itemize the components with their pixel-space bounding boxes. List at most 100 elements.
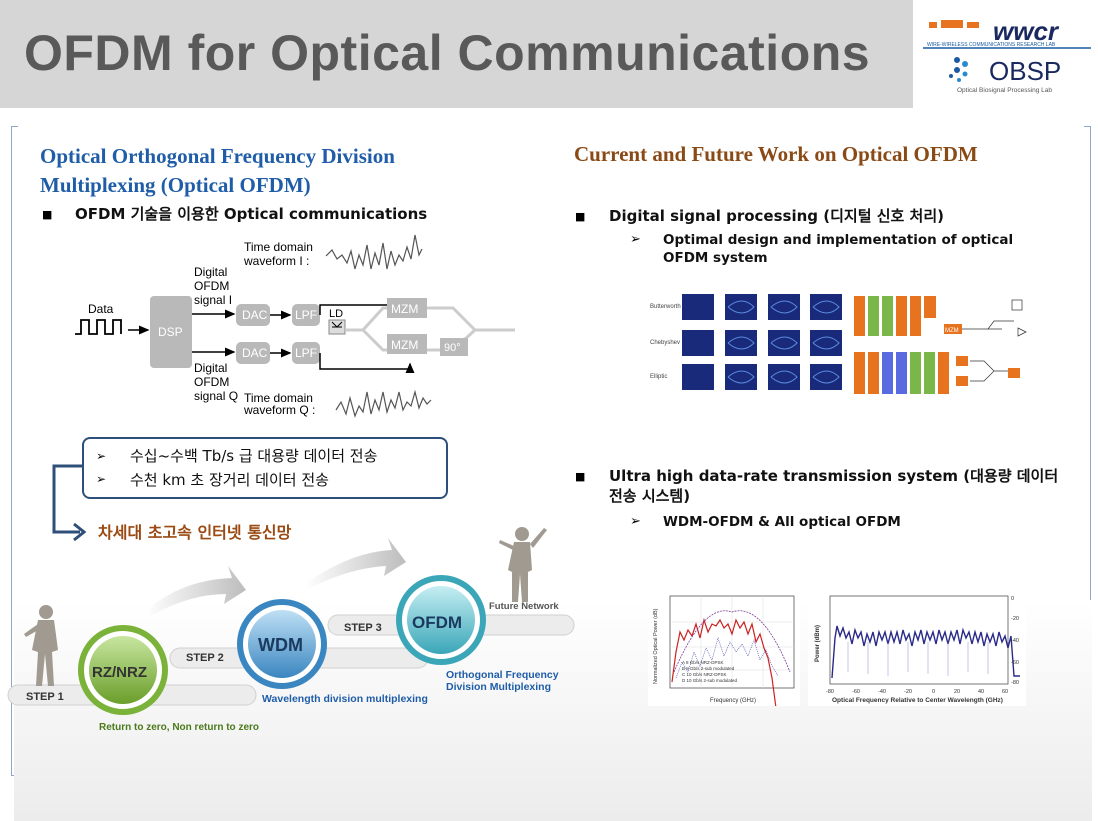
signal-q-label-3: signal Q	[194, 389, 238, 403]
mzm-q-block	[387, 334, 427, 354]
lab-logo: wwcr WIRE-WIRELESS COMMUNICATIONS RESEAR…	[913, 0, 1098, 108]
callout-item-1: 수십~수백 Tb/s 급 대용량 데이터 전송	[130, 447, 378, 465]
wdm-description: Wavelength division multiplexing	[262, 693, 428, 705]
step-evolution-graphic: STEP 1 STEP 2 STEP 3 Future Network RZ/N…	[7, 527, 575, 733]
signal-i-label-2: OFDM	[194, 279, 229, 293]
lpf-i-block	[292, 304, 320, 326]
dsp-filter-figure: Butterworth Chebyshev Elliptic MZM	[650, 294, 1027, 394]
person-silhouette-right	[499, 527, 547, 602]
sub-arrow: ➢	[630, 514, 641, 529]
phase-shift-label: 90°	[444, 342, 461, 354]
sub-arrow: ➢	[630, 232, 641, 247]
future-network-label: Future Network	[489, 601, 559, 612]
obsp-text: OBSP	[989, 56, 1061, 86]
signal-i-label-3: signal I	[194, 293, 232, 307]
wave-i-label-2: waveform I :	[243, 254, 309, 268]
ytick-1: 0	[1011, 596, 1014, 602]
bullet-square: ■	[42, 208, 53, 221]
obsp-subtext: Optical Biosignal Processing Lab	[957, 87, 1052, 94]
ofdm-description-1: Orthogonal Frequency	[446, 669, 559, 681]
lpf-i-label: LPF	[295, 308, 317, 322]
waveform-i	[325, 234, 423, 270]
ytick-4: -60	[1011, 660, 1019, 666]
wdm-label: WDM	[258, 635, 303, 655]
row-label-chebyshev: Chebyshev	[650, 340, 680, 346]
title-bar	[0, 0, 913, 108]
ytick-2: -20	[1011, 616, 1019, 622]
next-gen-network-label: 차세대 초고속 인터넷 통신망	[98, 523, 292, 542]
xtick-6: 20	[954, 689, 960, 695]
ofdm-label: OFDM	[412, 613, 462, 632]
xtick-7: 40	[978, 689, 984, 695]
signal-i-label-1: Digital	[194, 265, 227, 279]
callout-box: ➢ 수십~수백 Tb/s 급 대용량 데이터 전송 ➢ 수천 km 초 장거리 …	[82, 437, 448, 499]
mzm-q-label: MZM	[391, 338, 418, 352]
swoosh-arrow-1	[145, 566, 246, 616]
ofdm-transmitter-diagram: Time domain waveform I : Digital OFDM si…	[75, 234, 515, 418]
right-sub-1: Optimal design and implementation of opt…	[663, 232, 1014, 266]
dac-i-block	[236, 304, 270, 326]
ld-label: LD	[329, 308, 343, 320]
rz-description: Return to zero, Non return to zero	[99, 722, 259, 733]
bullet-square: ■	[575, 210, 586, 223]
step1-label: STEP 1	[26, 691, 64, 703]
wave-q-label-1: Time domain	[244, 391, 313, 405]
phase-shift-block	[440, 338, 468, 356]
fig1-mzm-label: MZM	[945, 328, 959, 334]
waveform-q	[335, 389, 432, 418]
xtick-1: -80	[826, 689, 834, 695]
mzm-i-block	[387, 298, 427, 318]
callout-item-2: 수천 km 초 장거리 데이터 전송	[130, 471, 329, 489]
right-sub-2: WDM-OFDM & All optical OFDM	[663, 514, 901, 530]
xtick-4: -20	[904, 689, 912, 695]
row-label-elliptic: Elliptic	[650, 374, 667, 380]
legend-c: C 10 Gb/s NRZ-DPSK	[682, 672, 727, 677]
wwcr-text: wwcr	[993, 16, 1060, 46]
mzm-i-label: MZM	[391, 302, 418, 316]
bullet-square: ■	[575, 470, 586, 483]
ofdm-spectrum-plot: Power (dBm) -80 -60 -40 -20 0 20 40 60 0…	[808, 592, 1026, 706]
legend-d: D 10 Gb/s 2-sub modulated	[682, 678, 738, 683]
left-bullet-text: OFDM 기술을 이용한 Optical communications	[75, 205, 428, 223]
dsp-block	[150, 296, 192, 368]
lpf-q-label: LPF	[295, 346, 317, 360]
wave-i-label-1: Time domain	[244, 240, 313, 254]
ytick-5: -80	[1011, 680, 1019, 686]
signal-q-label-1: Digital	[194, 361, 227, 375]
xtick-2: -60	[852, 689, 860, 695]
right-plot-xlabel: Optical Frequency Relative to Center Wav…	[832, 697, 1003, 704]
data-pulse	[75, 319, 122, 335]
wdm-spectrum-plot: Normalized Optical Power (dB) Frequency …	[648, 592, 800, 706]
dsp-label: DSP	[158, 325, 183, 339]
ofdm-description-2: Division Multiplexing	[446, 681, 551, 693]
step3-label: STEP 3	[344, 622, 382, 634]
right-plot-ylabel: Power (dBm)	[815, 625, 821, 662]
callout-connector-arrow	[52, 464, 87, 542]
rz-label: RZ/NRZ	[92, 664, 147, 681]
dac-q-block	[236, 342, 270, 364]
dac-q-label: DAC	[242, 346, 268, 360]
left-heading: Optical Orthogonal Frequency Division Mu…	[40, 144, 395, 197]
right-bullet-2: Ultra high data-rate transmission system…	[609, 467, 1059, 505]
data-label: Data	[88, 302, 114, 316]
legend-a: A 8 Gb/s NRZ-DPSK	[682, 660, 724, 665]
dac-i-label: DAC	[242, 308, 268, 322]
step2-label: STEP 2	[186, 652, 224, 664]
xtick-8: 60	[1002, 689, 1008, 695]
ytick-3: -40	[1011, 638, 1019, 644]
right-heading: Current and Future Work on Optical OFDM	[574, 142, 978, 166]
wave-q-label-2: waveform Q :	[243, 403, 315, 417]
xtick-3: -40	[878, 689, 886, 695]
left-plot-ylabel: Normalized Optical Power (dB)	[653, 608, 659, 684]
signal-q-label-2: OFDM	[194, 375, 229, 389]
xtick-5: 0	[932, 689, 935, 695]
swoosh-arrow-2	[305, 538, 406, 588]
row-label-butterworth: Butterworth	[650, 304, 681, 310]
right-bullet-1: Digital signal processing (디지털 신호 처리)	[609, 207, 944, 225]
lpf-q-block	[292, 342, 320, 364]
person-silhouette-left	[24, 605, 58, 686]
wwcr-subtext: WIRE-WIRELESS COMMUNICATIONS RESEARCH LA…	[927, 42, 1056, 48]
legend-b: B 8 Gb/s 2-sub modulated	[682, 666, 735, 671]
lab-logo-graphic: wwcr WIRE-WIRELESS COMMUNICATIONS RESEAR…	[923, 16, 1091, 94]
page-title: OFDM for Optical Communications	[24, 25, 871, 81]
